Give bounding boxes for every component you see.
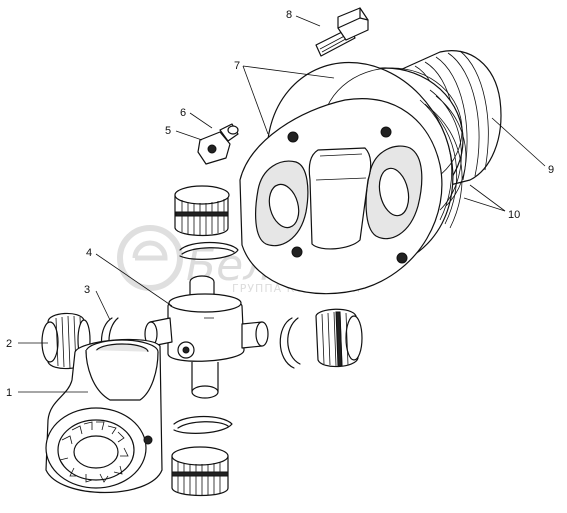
circlip-top bbox=[179, 241, 239, 260]
part-8-bolt bbox=[315, 7, 369, 57]
callout-6: 6 bbox=[180, 107, 186, 119]
cap-bottom bbox=[171, 446, 229, 497]
callout-2: 2 bbox=[6, 338, 12, 350]
leader-lines bbox=[18, 15, 546, 393]
callout-10: 10 bbox=[508, 209, 520, 221]
part-5-6-grease-nipple bbox=[197, 123, 239, 165]
bearing-cap-right bbox=[315, 308, 363, 368]
part-4-spider-cross bbox=[144, 275, 269, 399]
cap-top bbox=[174, 185, 230, 237]
callout-5: 5 bbox=[165, 125, 171, 137]
part-1-yoke bbox=[45, 338, 163, 493]
callout-9: 9 bbox=[548, 164, 554, 176]
circlip-right bbox=[279, 317, 301, 369]
callout-7: 7 bbox=[234, 60, 240, 72]
callout-8: 8 bbox=[286, 9, 292, 21]
circlip-bottom bbox=[173, 415, 233, 434]
callout-4: 4 bbox=[86, 247, 92, 259]
callout-labels: 1 2 3 4 5 6 7 8 9 10 bbox=[6, 9, 554, 399]
callout-3: 3 bbox=[84, 284, 90, 296]
part-7-flange-shaft bbox=[239, 50, 502, 295]
spline-teeth bbox=[59, 421, 129, 483]
callout-1: 1 bbox=[6, 387, 12, 399]
